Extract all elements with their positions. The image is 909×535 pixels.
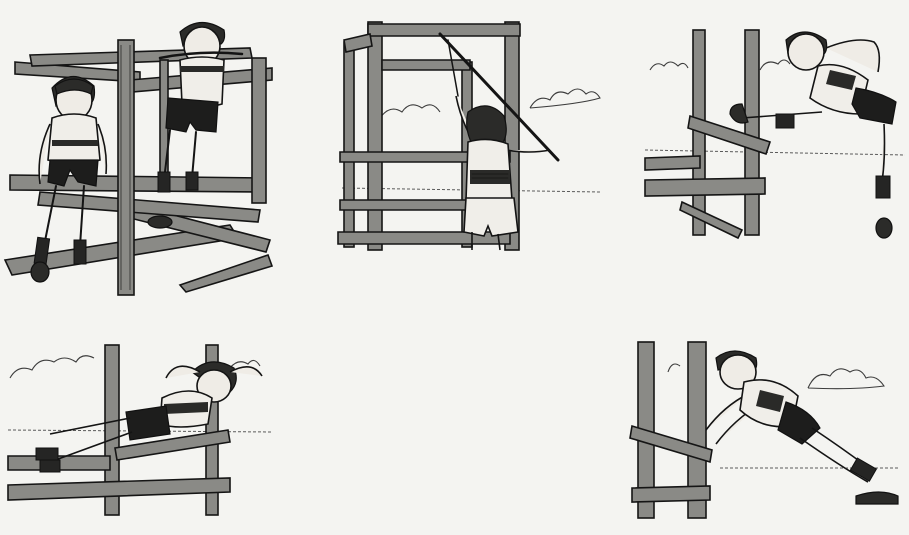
panel-wall-push	[629, 341, 900, 519]
frame-rail-upper	[367, 23, 521, 37]
frame-rail	[644, 155, 701, 171]
frame-rail-upper	[381, 59, 471, 71]
panel-stick-stretch	[337, 21, 601, 251]
frame-post	[251, 57, 267, 204]
frame-rail	[679, 200, 744, 240]
frame-rail-lower	[337, 231, 511, 245]
panel-incline-lean	[7, 344, 273, 516]
girl-with-stick	[455, 95, 551, 251]
girl-pushing	[705, 350, 899, 505]
girl-leg-stretch	[729, 31, 897, 239]
frame-rail	[7, 477, 231, 501]
girl-climbing-right	[147, 21, 244, 229]
gymnastic-stick	[438, 32, 560, 162]
frame-post	[367, 21, 383, 251]
push-bar	[629, 424, 713, 464]
frame-rail	[644, 177, 766, 197]
stretch-bar	[687, 114, 772, 156]
frame-rail	[631, 485, 711, 503]
frame-post	[117, 39, 135, 296]
girl-standing-left	[30, 75, 108, 283]
frame-post	[343, 41, 355, 248]
frame-post	[744, 29, 760, 236]
incline-bar	[114, 429, 231, 461]
panel-climbing-frame	[3, 21, 274, 296]
ground-beam	[178, 253, 274, 293]
frame-rail-upper	[343, 33, 373, 53]
girl-lying-incline	[35, 361, 263, 473]
frame-rail-lower	[37, 191, 261, 223]
frame-post	[104, 344, 120, 516]
panel-leg-stretch	[644, 29, 906, 240]
